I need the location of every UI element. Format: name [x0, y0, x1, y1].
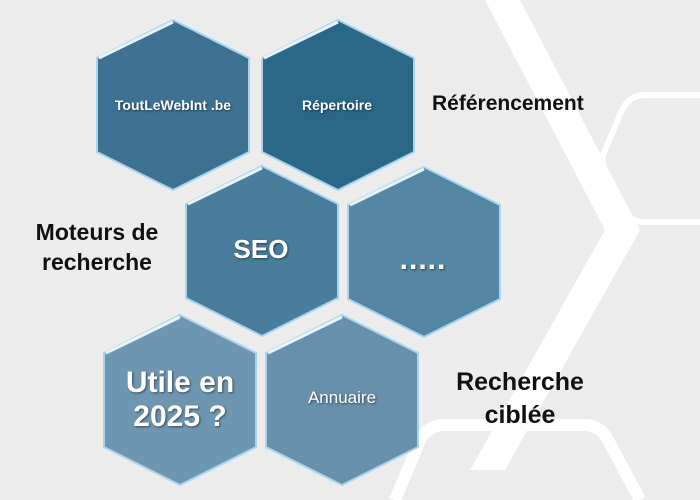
hexagon-more — [347, 165, 501, 339]
hexagon-annuaire — [265, 313, 419, 487]
hex-repertoire: Répertoire — [301, 96, 373, 113]
label-recherche-ciblee: Recherche ciblée — [456, 368, 584, 429]
hex-annuaire: Annuaire — [307, 387, 377, 407]
label-referencement: Référencement — [432, 92, 584, 115]
hex-more: ..... — [399, 242, 447, 276]
hexagon-toutlewebint — [96, 18, 250, 192]
hexagon-repertoire — [261, 18, 415, 192]
hex-toutlewebint: ToutLeWebInt .be — [114, 96, 232, 113]
hex-seo: SEO — [233, 234, 289, 265]
hexagon-utile-2025 — [103, 313, 257, 487]
label-moteurs-de-recherche: Moteurs de recherche — [35, 219, 159, 275]
hexagon-seo — [185, 164, 339, 338]
hex-utile-2025: Utile en 2025 ? — [125, 365, 235, 434]
